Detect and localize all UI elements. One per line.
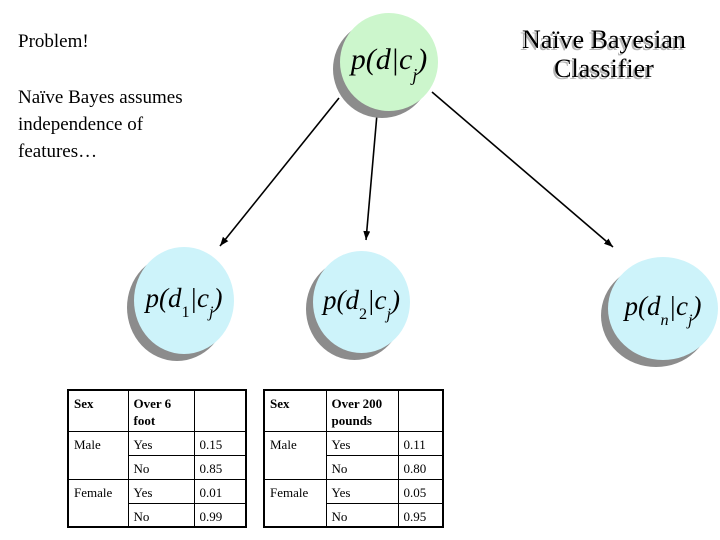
cell-answer: No	[325, 454, 399, 480]
assumption-line: independence of	[18, 114, 144, 135]
label-part: )	[417, 43, 428, 76]
label-subscript: j	[209, 303, 214, 322]
assumption-text: Naïve Bayes assumes independence of feat…	[18, 84, 183, 165]
label-subscript: 2	[359, 304, 368, 323]
cell-value: 0.11	[397, 430, 444, 456]
cell-answer: Yes	[127, 430, 195, 456]
table-row: No 0.99	[68, 502, 247, 528]
node-label: p(d1|cj)	[145, 283, 223, 321]
table-row: Female Yes 0.05	[263, 478, 444, 528]
table-row: No 0.85	[68, 454, 247, 480]
cell-answer: Yes	[325, 430, 399, 456]
arrow-root-to-d2	[363, 113, 378, 241]
cell-value: 0.99	[193, 502, 247, 528]
label-part: |c	[189, 283, 209, 313]
cell-value: 0.85	[193, 454, 247, 480]
label-part: p(d	[350, 43, 391, 76]
table-over-6-foot: Sex Over 6 foot Male Yes 0.15 No 0.85 Fe…	[67, 389, 247, 528]
table-over-200-pounds: Sex Over 200 pounds Male Yes 0.11 No 0.8…	[263, 389, 444, 528]
node-root-p-d-cj: p(d|cj)	[340, 13, 438, 111]
table-row: Male Yes 0.15	[67, 430, 247, 480]
header-feature: Over 6 foot	[127, 389, 195, 432]
table-row: Male Yes 0.11	[263, 430, 444, 480]
node-label: p(d|cj)	[350, 43, 428, 84]
cell-value: 0.80	[397, 454, 444, 480]
label-subscript: n	[660, 311, 669, 330]
label-part: )	[391, 284, 400, 315]
cell-value: 0.05	[397, 478, 444, 504]
label-part: p(d	[323, 284, 359, 315]
cell-value: 0.01	[193, 478, 247, 504]
label-part: |c	[668, 291, 688, 321]
arrow-root-to-d1	[219, 97, 340, 247]
node-label: p(dn|cj)	[624, 291, 702, 329]
slide-title-line: Naïve Bayesian	[522, 25, 686, 54]
header-empty	[397, 389, 444, 432]
slide-title-line: Classifier	[554, 54, 654, 83]
label-part: p(d	[145, 283, 182, 313]
node-p-d1-cj: p(d1|cj)	[134, 247, 234, 354]
label-subscript: 1	[181, 303, 190, 322]
header-sex: Sex	[263, 389, 327, 432]
label-part: )	[692, 291, 702, 321]
cell-sex: Female	[67, 478, 129, 528]
problem-label: Problem!	[18, 31, 89, 52]
cell-value: 0.95	[397, 502, 444, 528]
table-header-row: Sex Over 200 pounds	[263, 389, 444, 432]
cell-value: 0.15	[193, 430, 247, 456]
label-subscript: j	[412, 64, 418, 85]
slide-title: Naïve Bayesian Classifier	[486, 25, 720, 83]
node-p-d2-cj: p(d2|cj)	[313, 251, 410, 353]
table-row: No 0.95	[264, 502, 444, 528]
cell-answer: No	[127, 502, 195, 528]
header-empty	[193, 389, 247, 432]
node-label: p(d2|cj)	[323, 284, 400, 322]
cell-answer: No	[325, 502, 399, 528]
cell-sex: Female	[263, 478, 327, 528]
label-subscript: j	[688, 311, 693, 330]
assumption-line: features…	[18, 141, 98, 162]
header-sex: Sex	[67, 389, 129, 432]
cell-answer: Yes	[325, 478, 399, 504]
cell-sex: Male	[263, 430, 327, 480]
cell-sex: Male	[67, 430, 129, 480]
label-part: )	[213, 283, 223, 313]
cell-answer: No	[127, 454, 195, 480]
table-row: Female Yes 0.01	[67, 478, 247, 528]
label-subscript: j	[386, 304, 392, 323]
node-p-dn-cj: p(dn|cj)	[608, 257, 718, 360]
header-feature: Over 200 pounds	[325, 389, 399, 432]
table-row: No 0.80	[264, 454, 444, 480]
label-part: |c	[390, 43, 413, 76]
arrow-root-to-dn	[431, 91, 614, 248]
label-part: |c	[367, 284, 387, 315]
cell-answer: Yes	[127, 478, 195, 504]
label-part: p(d	[624, 291, 661, 321]
table-header-row: Sex Over 6 foot	[67, 389, 247, 432]
assumption-line: Naïve Bayes assumes	[18, 87, 183, 108]
